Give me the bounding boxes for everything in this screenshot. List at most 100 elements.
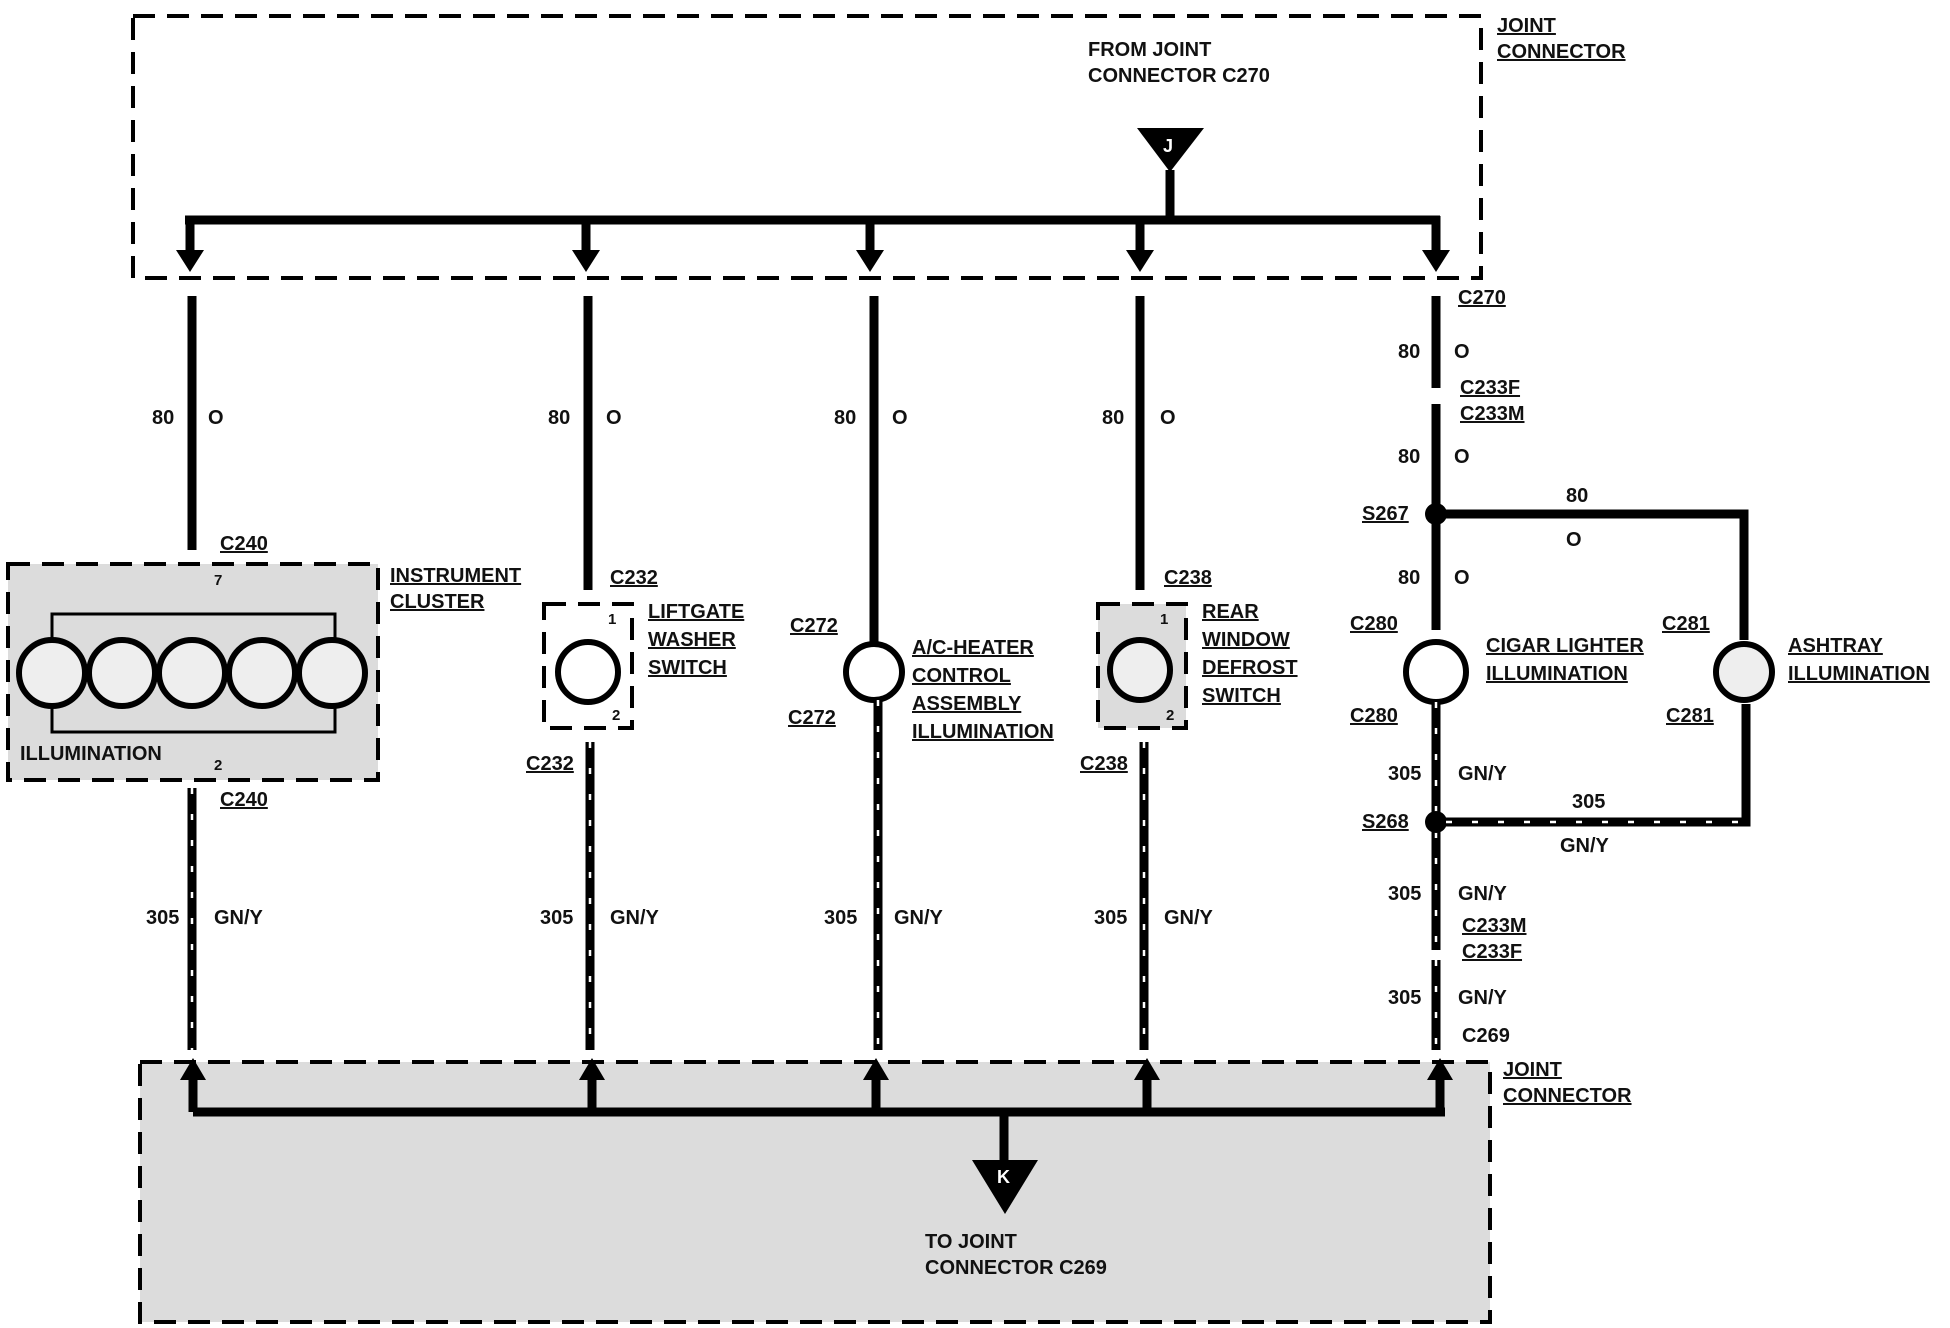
cg-lamp-num-2: 305 [1388, 883, 1421, 905]
cg-title-2: ILLUMINATION [1486, 663, 1628, 685]
marker-k-letter: K [997, 1167, 1010, 1187]
lg-conn-bot: C232 [526, 753, 574, 775]
cg-lamp-color-1: GN/Y [1458, 763, 1508, 785]
lg-conn-top: C232 [610, 567, 658, 589]
cg-ground-num-1: 80 [1398, 341, 1420, 363]
cg-title-1: CIGAR LIGHTER [1486, 635, 1644, 657]
lg-ground-color: O [606, 407, 622, 429]
ic-bulbs [16, 637, 368, 709]
rw-title-1: REAR [1202, 601, 1259, 623]
instrument-column: 80 O C240 7 ILLUMINATION 2 C240 305 GN/Y… [6, 296, 521, 1050]
ac-title-1: A/C-HEATER [912, 637, 1034, 659]
cg-lamp-color-2: GN/Y [1458, 883, 1508, 905]
ic-ground-color: O [208, 407, 224, 429]
cg-c270: C270 [1458, 287, 1506, 309]
rw-title-2: WINDOW [1202, 629, 1290, 651]
instrument-cluster-box [6, 562, 380, 782]
cg-c233f-top: C233F [1460, 377, 1520, 399]
at-title-2: ILLUMINATION [1788, 663, 1930, 685]
marker-j-letter: J [1163, 136, 1173, 156]
ac-title-4: ILLUMINATION [912, 721, 1054, 743]
bottom-joint-connector-box [138, 1060, 1492, 1324]
ashtray-group: C281 C281 ASHTRAY ILLUMINATION [1662, 613, 1930, 727]
cg-lamp-num-1: 305 [1388, 763, 1421, 785]
ic-conn-top: C240 [220, 533, 268, 555]
ac-title-2: CONTROL [912, 665, 1011, 687]
from-joint-label-2: CONNECTOR C270 [1088, 65, 1270, 87]
ic-title-1: INSTRUMENT [390, 565, 521, 587]
cg-lamp-color-3: GN/Y [1458, 987, 1508, 1009]
cg-c233m-bot: C233M [1462, 915, 1526, 937]
rw-lamp-color: GN/Y [1164, 907, 1214, 929]
rw-title-3: DEFROST [1202, 657, 1298, 679]
cg-ground-color-3: O [1454, 567, 1470, 589]
rw-title-4: SWITCH [1202, 685, 1281, 707]
liftgate-box [542, 602, 634, 730]
bottom-joint-shade [140, 1062, 1490, 1322]
ic-ground-num: 80 [152, 407, 174, 429]
lg-ground-num: 80 [548, 407, 570, 429]
ic-inner-label: ILLUMINATION [20, 743, 162, 765]
rw-lamp-num: 305 [1094, 907, 1127, 929]
rw-ground-num: 80 [1102, 407, 1124, 429]
bottom-joint-label-2: CONNECTOR [1503, 1085, 1632, 1107]
cg-ground-color-1: O [1454, 341, 1470, 363]
cg-branch-num: 80 [1566, 485, 1588, 507]
cg-conn-top: C280 [1350, 613, 1398, 635]
ic-pin-bot: 2 [214, 757, 222, 774]
ac-title-3: ASSEMBLY [912, 693, 1022, 715]
rw-conn-bot: C238 [1080, 753, 1128, 775]
ic-lamp-num: 305 [146, 907, 179, 929]
lg-pin-top: 1 [608, 611, 616, 628]
lg-title-3: SWITCH [648, 657, 727, 679]
cg-conn-bot: C280 [1350, 705, 1398, 727]
cg-branch-lamp-num: 305 [1572, 791, 1605, 813]
cg-ground-num-2: 80 [1398, 446, 1420, 468]
liftgate-column: 80 O C232 1 2 C232 305 GN/Y LIFTGATE WAS… [526, 296, 744, 1050]
lg-lamp-color: GN/Y [610, 907, 660, 929]
lg-pin-bot: 2 [612, 707, 620, 724]
at-conn-bot: C281 [1666, 705, 1714, 727]
at-conn-top: C281 [1662, 613, 1710, 635]
ac-conn-bot: C272 [788, 707, 836, 729]
cigar-column: C270 80 O C233F C233M 80 O S267 80 O 80 … [1350, 287, 1751, 1050]
at-title-1: ASHTRAY [1788, 635, 1883, 657]
cg-branch-color: O [1566, 529, 1582, 551]
ac-lamp-num: 305 [824, 907, 857, 929]
cg-c269: C269 [1462, 1025, 1510, 1047]
ac-ground-color: O [892, 407, 908, 429]
lg-lamp-num: 305 [540, 907, 573, 929]
rear-column: 80 O C238 1 2 C238 305 GN/Y REAR WINDOW … [1080, 296, 1298, 1050]
rw-pin-bot: 2 [1166, 707, 1174, 724]
splice-marker-k: K [972, 1160, 1038, 1214]
bottom-joint-label-1: JOINT [1503, 1059, 1562, 1081]
ic-title-2: CLUSTER [390, 591, 485, 613]
cg-c233f-bot: C233F [1462, 941, 1522, 963]
cg-lamp-num-3: 305 [1388, 987, 1421, 1009]
top-joint-label-2: CONNECTOR [1497, 41, 1626, 63]
splice-marker-j: J [1137, 128, 1204, 172]
cg-ground-num-3: 80 [1398, 567, 1420, 589]
top-joint-label-1: JOINT [1497, 15, 1556, 37]
ac-lamp-color: GN/Y [894, 907, 944, 929]
ic-lamp-color: GN/Y [214, 907, 264, 929]
cg-ground-color-2: O [1454, 446, 1470, 468]
to-joint-label-1: TO JOINT [925, 1231, 1017, 1253]
ac-ground-num: 80 [834, 407, 856, 429]
cg-branch-lamp-color: GN/Y [1560, 835, 1610, 857]
bottom-bus-risers [180, 1058, 1453, 1112]
rw-ground-color: O [1160, 407, 1176, 429]
cg-s267: S267 [1362, 503, 1409, 525]
rw-conn-top: C238 [1164, 567, 1212, 589]
cg-c233m-top: C233M [1460, 403, 1524, 425]
top-bus-drops [176, 216, 1450, 272]
rear-switch-box [1096, 602, 1188, 730]
to-joint-label-2: CONNECTOR C269 [925, 1257, 1107, 1279]
acheater-column: 80 O C272 C272 305 GN/Y A/C-HEATER CONTR… [788, 296, 1054, 1050]
from-joint-label-1: FROM JOINT [1088, 39, 1211, 61]
cg-s268: S268 [1362, 811, 1409, 833]
top-joint-connector-box [131, 14, 1483, 280]
lg-title-2: WASHER [648, 629, 736, 651]
ic-conn-bot: C240 [220, 789, 268, 811]
